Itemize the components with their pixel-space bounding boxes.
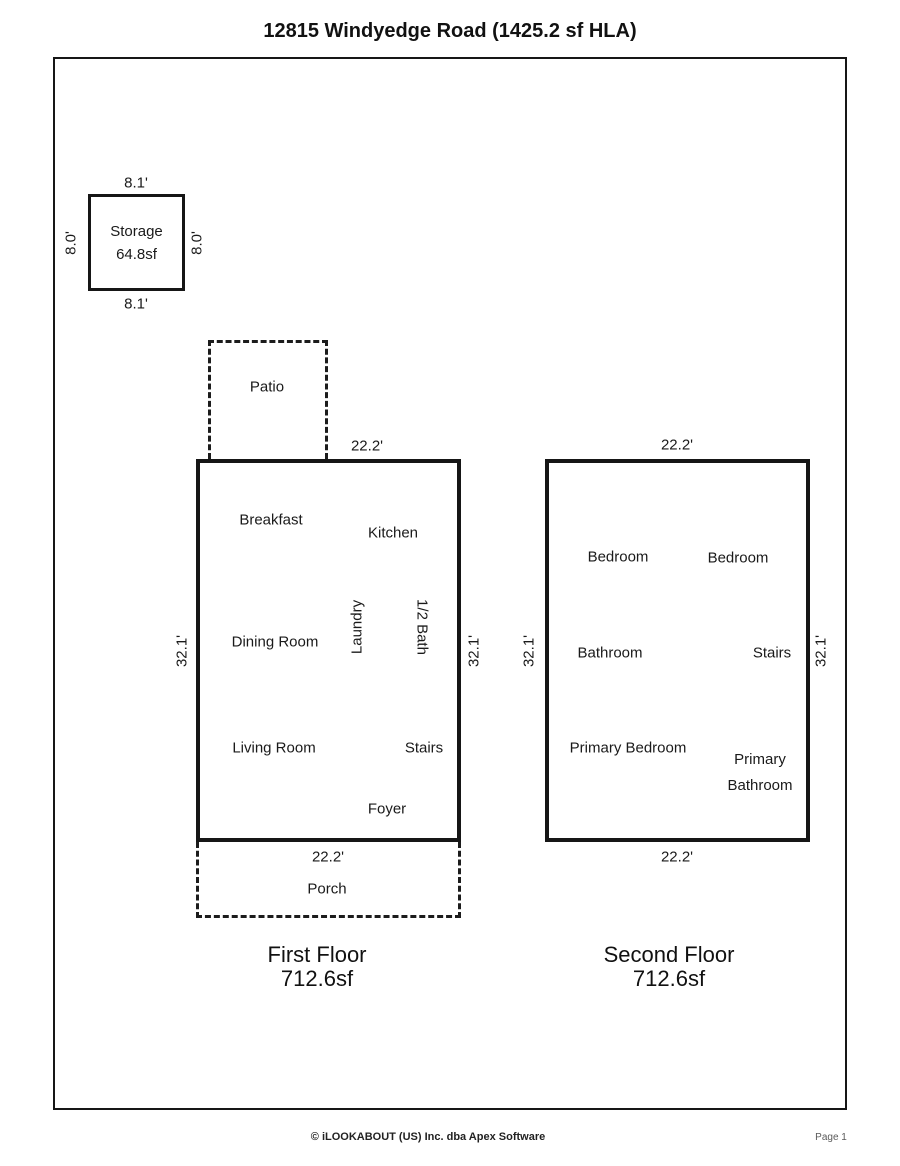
porch-outline — [196, 842, 461, 918]
first-floor-dim-left: 32.1' — [173, 634, 191, 668]
footer-page-number: Page 1 — [815, 1132, 847, 1143]
storage-dim-top: 8.1' — [124, 174, 148, 192]
room-label-kitchen: Kitchen — [367, 524, 419, 542]
room-label-bedroom-left: Bedroom — [587, 548, 649, 566]
patio-outline — [208, 340, 328, 459]
room-label-primary-bedroom: Primary Bedroom — [569, 739, 687, 757]
second-floor-dim-top: 22.2' — [660, 436, 694, 454]
storage-dim-left: 8.0' — [62, 231, 80, 255]
room-label-breakfast: Breakfast — [239, 511, 303, 529]
first-floor-outline — [196, 459, 461, 842]
first-floor-caption-name: First Floor — [267, 942, 367, 967]
room-label-bedroom-right: Bedroom — [707, 549, 769, 567]
storage-area: 64.8sf — [116, 245, 157, 263]
room-label-dining-room: Dining Room — [231, 633, 319, 651]
room-label-foyer: Foyer — [367, 800, 407, 818]
room-label-primary-bathroom: Primary Bathroom — [727, 747, 792, 799]
room-label-primary-bathroom-line1: Primary — [734, 751, 786, 768]
second-floor-dim-left: 32.1' — [520, 634, 538, 668]
page-title: 12815 Windyedge Road (1425.2 sf HLA) — [263, 20, 637, 42]
patio-label: Patio — [249, 378, 285, 396]
second-floor-dim-bottom: 22.2' — [660, 848, 694, 866]
second-floor-outline — [545, 459, 810, 842]
first-floor-dim-top: 22.2' — [350, 437, 384, 455]
room-label-bathroom: Bathroom — [577, 644, 643, 662]
storage-outline: Storage 64.8sf — [88, 194, 185, 291]
room-label-laundry: Laundry — [348, 599, 366, 655]
second-floor-caption: Second Floor 712.6sf — [604, 943, 735, 991]
second-floor-caption-area: 712.6sf — [632, 966, 706, 991]
room-label-stairs-second: Stairs — [752, 644, 792, 662]
room-label-living-room: Living Room — [232, 739, 316, 757]
footer-copyright: © iLOOKABOUT (US) Inc. dba Apex Software — [310, 1131, 546, 1143]
first-floor-dim-right: 32.1' — [465, 634, 483, 668]
first-floor-caption: First Floor 712.6sf — [268, 943, 367, 991]
storage-dim-right: 8.0' — [188, 231, 206, 255]
first-floor-caption-area: 712.6sf — [280, 966, 354, 991]
room-label-half-bath: 1/2 Bath — [413, 599, 431, 655]
porch-label: Porch — [307, 880, 347, 898]
second-floor-dim-right: 32.1' — [812, 634, 830, 668]
room-label-primary-bathroom-line2: Bathroom — [727, 777, 793, 794]
storage-label: Storage — [110, 222, 163, 240]
storage-dim-bottom: 8.1' — [124, 295, 148, 313]
room-label-stairs-first: Stairs — [404, 739, 444, 757]
first-floor-dim-bottom: 22.2' — [311, 848, 345, 866]
second-floor-caption-name: Second Floor — [603, 942, 735, 967]
